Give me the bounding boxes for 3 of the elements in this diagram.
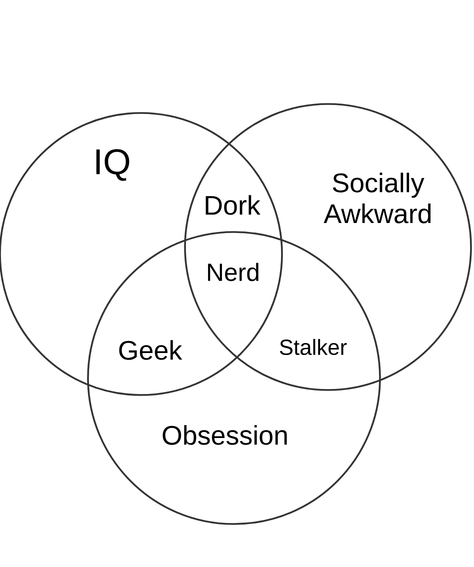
region-label: Dork [206, 195, 260, 215]
region-label: Nerd [208, 262, 258, 282]
region-label: Geek [119, 340, 182, 360]
